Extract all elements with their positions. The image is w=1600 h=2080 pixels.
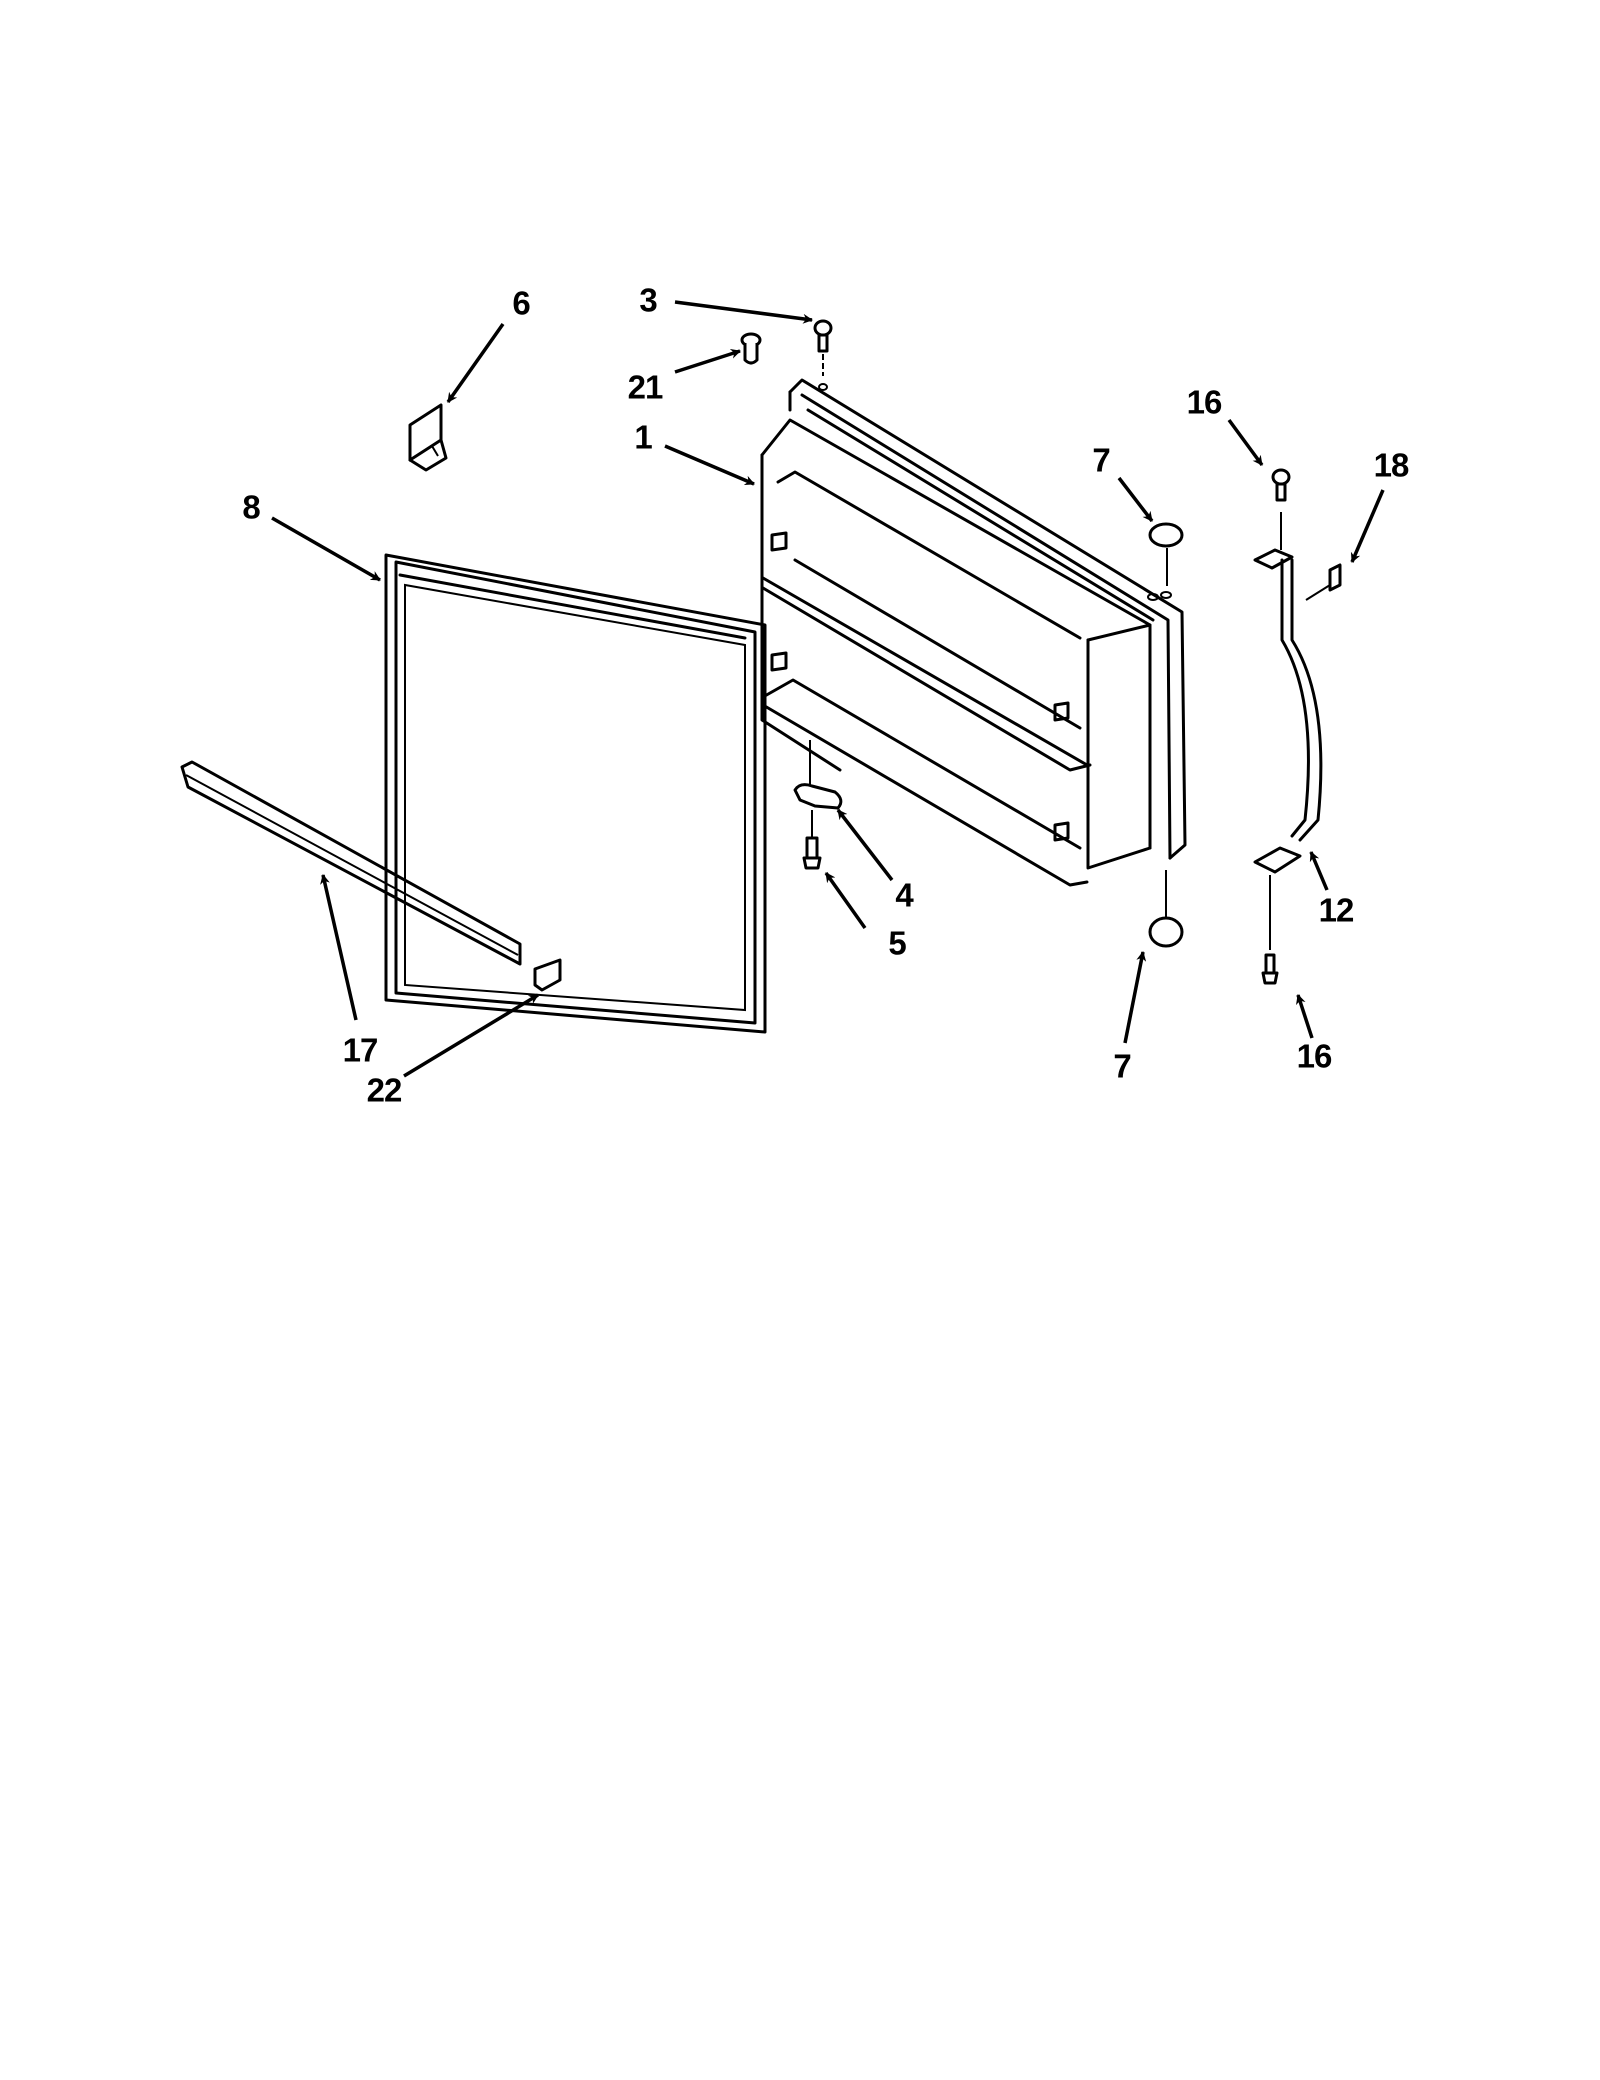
callout-16-bottom: 16 bbox=[1296, 1037, 1333, 1075]
plug-part bbox=[740, 332, 762, 365]
callout-6: 6 bbox=[512, 284, 530, 322]
callout-4: 4 bbox=[895, 876, 913, 914]
callout-16-top: 16 bbox=[1186, 383, 1223, 421]
callout-3: 3 bbox=[639, 281, 657, 319]
door-liner-part bbox=[760, 378, 1187, 887]
callout-7-bottom: 7 bbox=[1113, 1047, 1131, 1085]
callout-7-top: 7 bbox=[1092, 441, 1110, 479]
clip-part bbox=[408, 403, 448, 472]
callout-8: 8 bbox=[242, 488, 260, 526]
callout-18: 18 bbox=[1373, 446, 1410, 484]
callout-5: 5 bbox=[888, 924, 906, 962]
callout-22: 22 bbox=[366, 1071, 403, 1109]
door-trim-part bbox=[180, 760, 562, 992]
handle-part bbox=[1253, 468, 1342, 985]
callout-1: 1 bbox=[634, 418, 652, 456]
door-cap-top bbox=[1148, 522, 1184, 586]
leader-arrows bbox=[271, 300, 1385, 1078]
door-cap-bottom bbox=[1148, 870, 1184, 948]
hinge-bracket-part bbox=[793, 740, 843, 870]
callout-17: 17 bbox=[342, 1031, 379, 1069]
door-gasket-part bbox=[384, 553, 767, 1034]
callout-12: 12 bbox=[1318, 891, 1355, 929]
callout-21: 21 bbox=[627, 368, 664, 406]
screw-part-3 bbox=[813, 319, 833, 376]
